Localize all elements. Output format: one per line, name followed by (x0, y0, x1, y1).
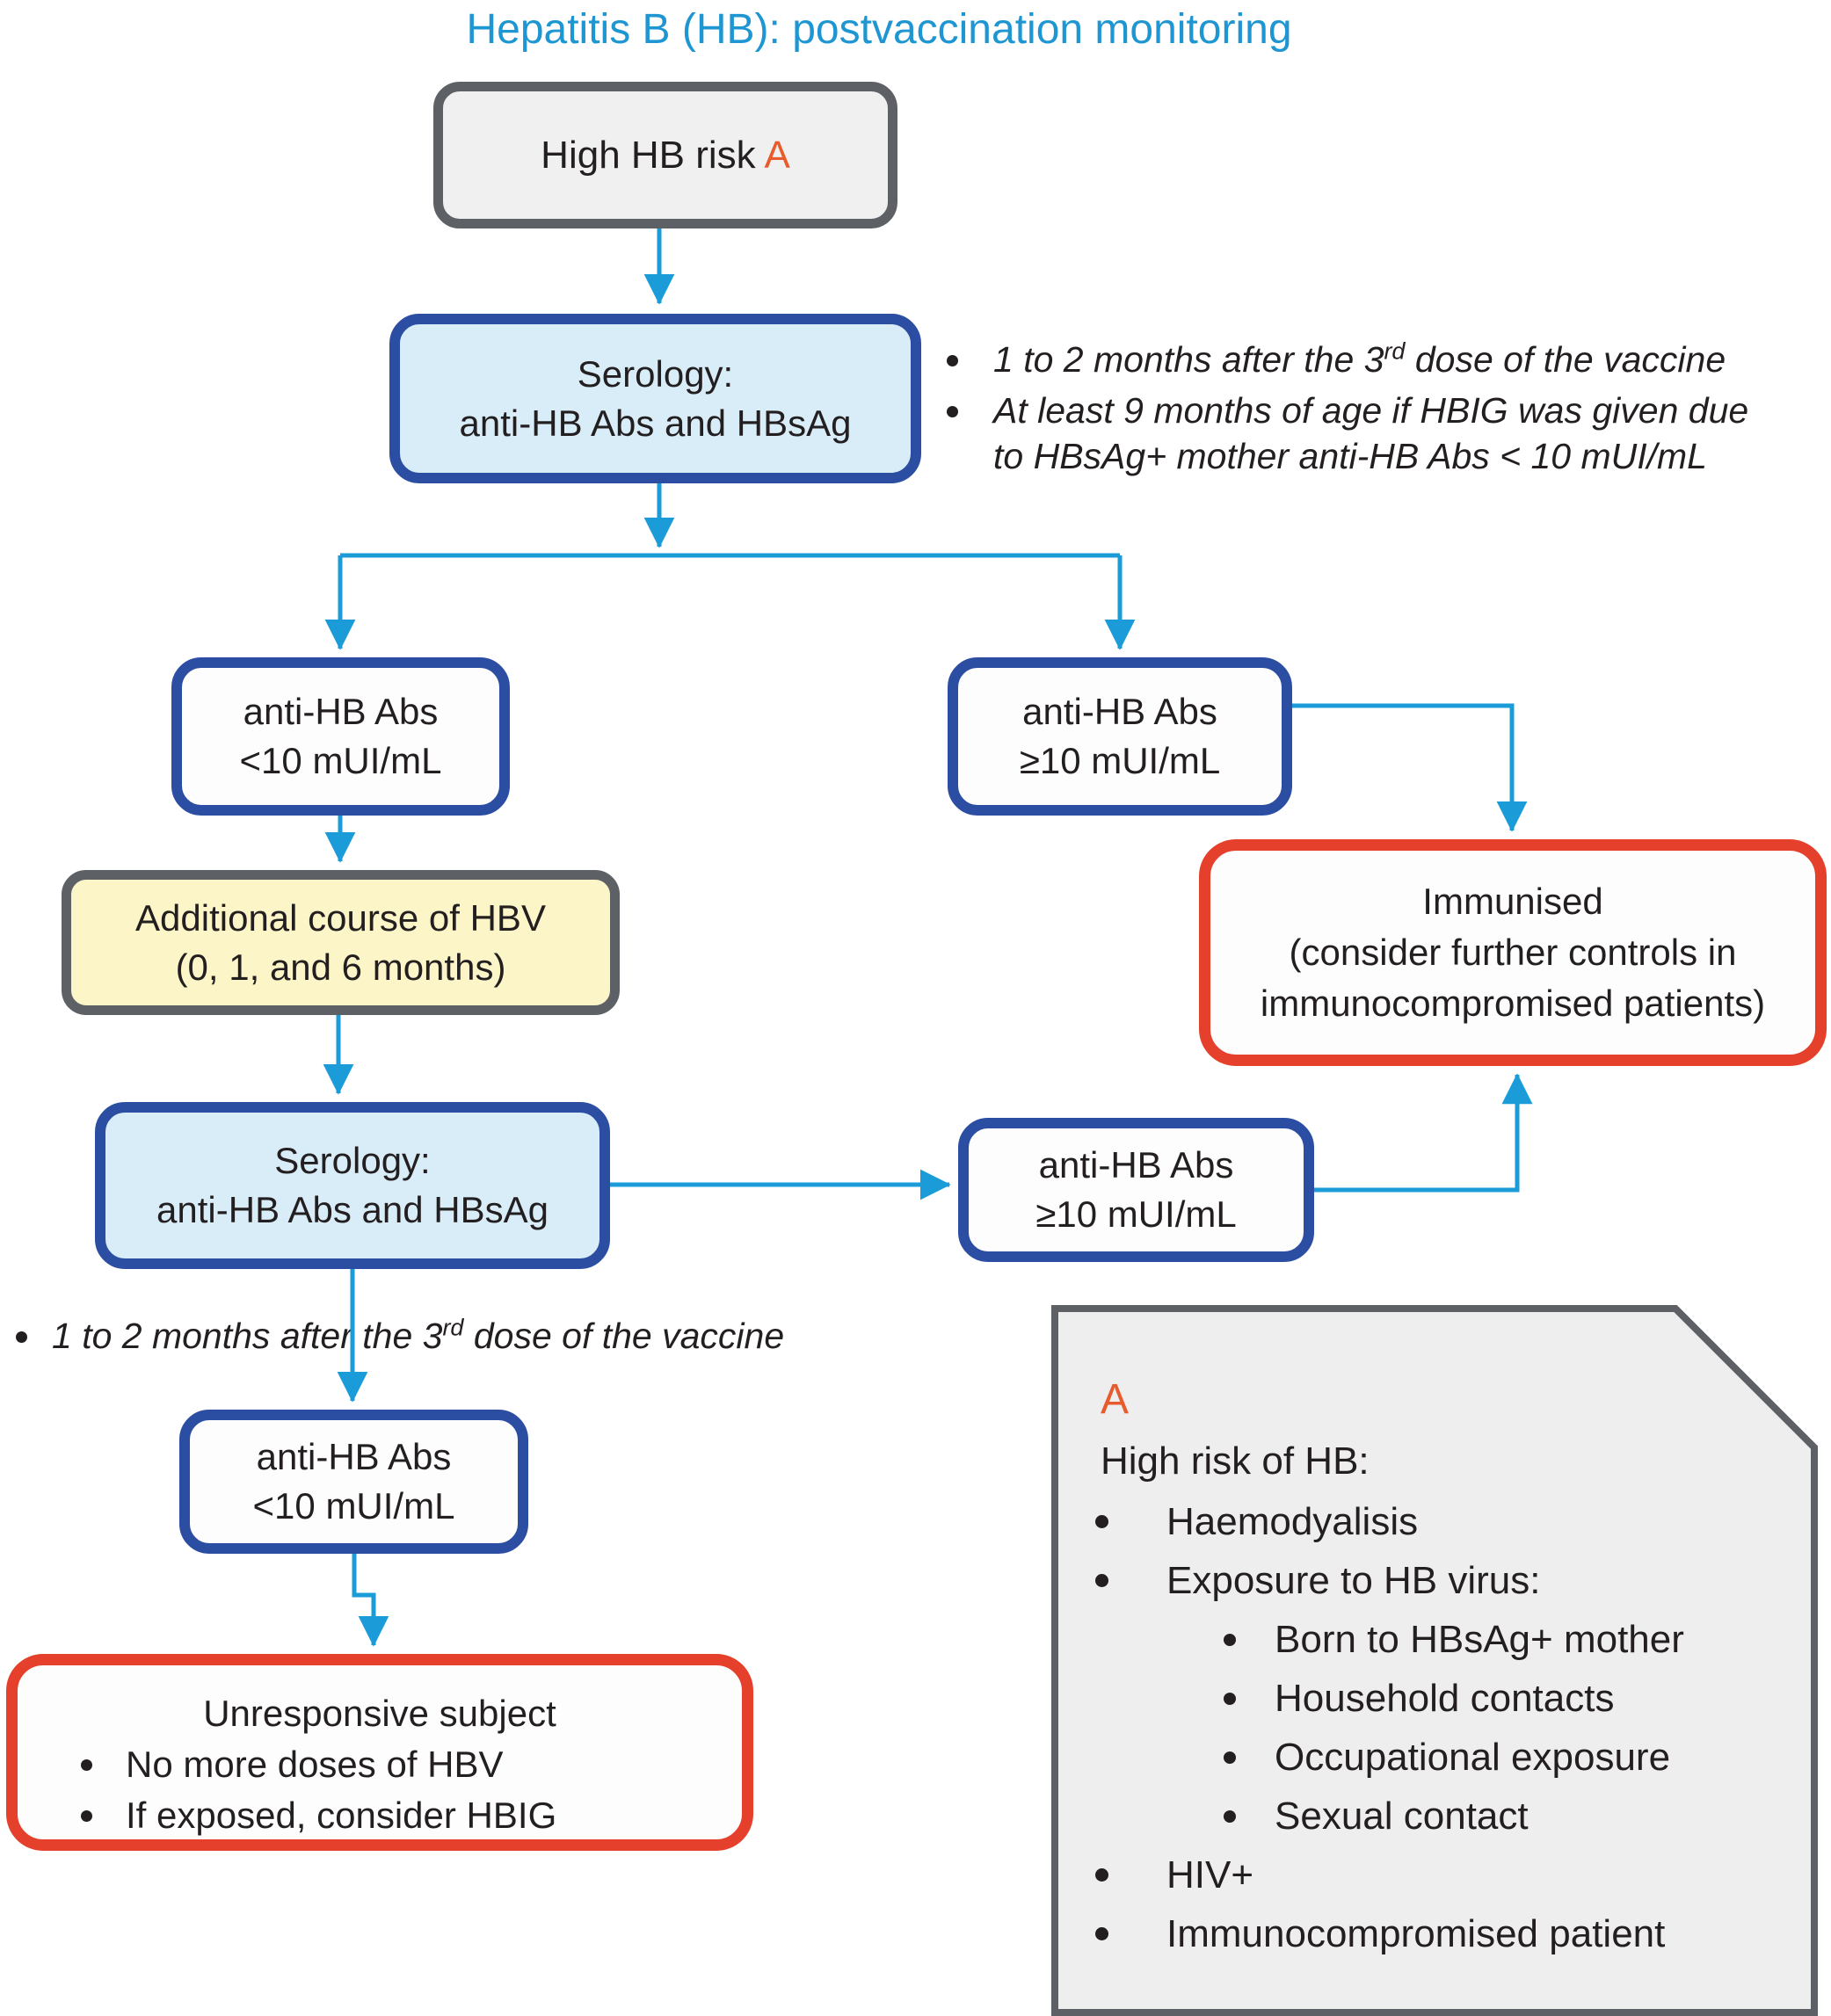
note-box-content: A High risk of HB: Haemodyalisis Exposur… (1090, 1367, 1793, 1963)
node-high-hb-risk-label: High HB risk A (541, 131, 790, 180)
node-serology-1-line1: Serology: (577, 352, 734, 395)
note-item: Haemodyalisis (1090, 1492, 1793, 1551)
page-title: Hepatitis B (HB): postvaccination monito… (466, 6, 1292, 53)
note-subitem-text: Household contacts (1275, 1676, 1615, 1720)
node-immunised-line2: (consider further controls in (1289, 932, 1737, 973)
node-abs-below-10-first: anti-HB Abs <10 mUI/mL (171, 657, 510, 816)
note-heading: High risk of HB: (1101, 1439, 1370, 1483)
node-immunised-line3: immunocompromised patients) (1260, 983, 1766, 1024)
node-abs-below-10-second: anti-HB Abs <10 mUI/mL (179, 1410, 528, 1554)
note-subitem: Sexual contact (1090, 1787, 1793, 1846)
note-box-shape (1051, 1305, 1818, 2016)
serology-2-timing-note: 1 to 2 months after the 3rd dose of the … (16, 1313, 939, 1359)
bullet-dot (16, 1331, 27, 1343)
node-abs-above-10-second-line1: anti-HB Abs (1038, 1144, 1234, 1186)
bullet-dot (1224, 1751, 1236, 1764)
node-immunised-line1: Immunised (1422, 881, 1603, 922)
timing-note-3-sup: rd (442, 1314, 464, 1341)
node-immunised: Immunised (consider further controls in … (1199, 839, 1827, 1066)
note-item: HIV+ (1090, 1846, 1793, 1904)
node-serology-1-line2: anti-HB Abs and HBsAg (459, 402, 852, 444)
timing-note-1-post: dose of the vaccine (1405, 339, 1726, 380)
bullet-dot (947, 355, 958, 366)
note-marker-a: A (1101, 1375, 1130, 1423)
note-subitem-text: Occupational exposure (1275, 1735, 1671, 1779)
bullet-dot (1224, 1692, 1236, 1705)
serology-1-timing-notes: 1 to 2 months after the 3rd dose of the … (947, 337, 1826, 479)
note-subitem: Household contacts (1090, 1669, 1793, 1728)
node-unresponsive-title: Unresponsive subject (203, 1693, 556, 1734)
timing-note-2: At least 9 months of age if HBIG was giv… (947, 388, 1826, 479)
timing-note-3: 1 to 2 months after the 3rd dose of the … (16, 1313, 939, 1359)
node-abs-above-10-first-line1: anti-HB Abs (1022, 691, 1217, 732)
timing-note-1-sup: rd (1384, 337, 1406, 365)
node-abs-below-10-first-line1: anti-HB Abs (243, 691, 439, 732)
arrow-low2-to-unresponsive (352, 1554, 389, 1647)
arrow-high1-to-immunised (1292, 703, 1528, 832)
node-high-hb-risk: High HB risk A (433, 82, 897, 228)
bullet-dot (1095, 1927, 1108, 1940)
note-item: Exposure to HB virus: (1090, 1551, 1793, 1610)
bullet-dot (1224, 1809, 1236, 1823)
bullet-dot (1224, 1633, 1236, 1646)
timing-note-3-post: dose of the vaccine (463, 1316, 785, 1356)
note-item-text: HIV+ (1166, 1853, 1254, 1896)
unresponsive-bullet-2: If exposed, consider HBIG (18, 1790, 742, 1841)
timing-note-1-text: 1 to 2 months after the 3rd dose of the … (993, 337, 1726, 382)
timing-note-1-pre: 1 to 2 months after the 3 (993, 339, 1384, 380)
bullet-dot (1095, 1868, 1108, 1882)
node-abs-above-10-second: anti-HB Abs ≥10 mUI/mL (958, 1118, 1314, 1262)
node-serology-1: Serology: anti-HB Abs and HBsAg (389, 314, 921, 483)
bullet-dot (1095, 1574, 1108, 1587)
bullet-dot (81, 1809, 92, 1822)
unresponsive-bullet-2-text: If exposed, consider HBIG (126, 1795, 557, 1836)
note-item-text: Haemodyalisis (1166, 1499, 1419, 1543)
bullet-dot (81, 1759, 92, 1771)
note-item-text: Exposure to HB virus: (1166, 1558, 1541, 1602)
node-additional-course: Additional course of HBV (0, 1, and 6 mo… (62, 870, 620, 1015)
unresponsive-bullet-1: No more doses of HBV (18, 1739, 742, 1790)
note-box-outline (1051, 1305, 1818, 2016)
note-subitem: Born to HBsAg+ mother (1090, 1610, 1793, 1669)
node-serology-2: Serology: anti-HB Abs and HBsAg (95, 1102, 610, 1269)
node-abs-above-10-first-line2: ≥10 mUI/mL (1019, 740, 1221, 781)
timing-note-3-pre: 1 to 2 months after the 3 (52, 1316, 443, 1356)
note-subitem: Occupational exposure (1090, 1728, 1793, 1787)
note-subitem-text: Born to HBsAg+ mother (1275, 1617, 1684, 1661)
node-abs-below-10-first-line2: <10 mUI/mL (239, 740, 442, 781)
timing-note-1: 1 to 2 months after the 3rd dose of the … (947, 337, 1826, 388)
note-item: Immunocompromised patient (1090, 1904, 1793, 1963)
node-serology-2-line2: anti-HB Abs and HBsAg (156, 1189, 549, 1230)
node-abs-below-10-second-line1: anti-HB Abs (256, 1436, 452, 1477)
timing-note-3-text: 1 to 2 months after the 3rd dose of the … (52, 1313, 784, 1359)
unresponsive-bullet-1-text: No more doses of HBV (126, 1744, 504, 1785)
timing-note-2-line2: to HBsAg+ mother anti-HB Abs < 10 mUI/mL (993, 436, 1707, 476)
timing-note-2-line1: At least 9 months of age if HBIG was giv… (993, 390, 1749, 431)
node-unresponsive: Unresponsive subject No more doses of HB… (6, 1654, 753, 1851)
node-additional-course-line1: Additional course of HBV (135, 896, 546, 939)
footnote-ref-a: A (764, 133, 790, 177)
node-serology-2-line1: Serology: (274, 1140, 431, 1181)
node-abs-above-10-second-line2: ≥10 mUI/mL (1035, 1193, 1237, 1235)
note-item-text: Immunocompromised patient (1166, 1911, 1666, 1955)
bullet-dot (947, 406, 958, 417)
timing-note-2-text: At least 9 months of age if HBIG was giv… (993, 388, 1748, 479)
node-additional-course-line2: (0, 1, and 6 months) (175, 946, 506, 988)
node-abs-above-10-first: anti-HB Abs ≥10 mUI/mL (948, 657, 1292, 816)
arrow-high2-to-immunised (1314, 1073, 1533, 1193)
note-subitem-text: Sexual contact (1275, 1794, 1529, 1838)
bullet-dot (1095, 1515, 1108, 1528)
node-abs-below-10-second-line2: <10 mUI/mL (252, 1485, 455, 1527)
node-high-hb-risk-text: High HB risk (541, 133, 765, 177)
